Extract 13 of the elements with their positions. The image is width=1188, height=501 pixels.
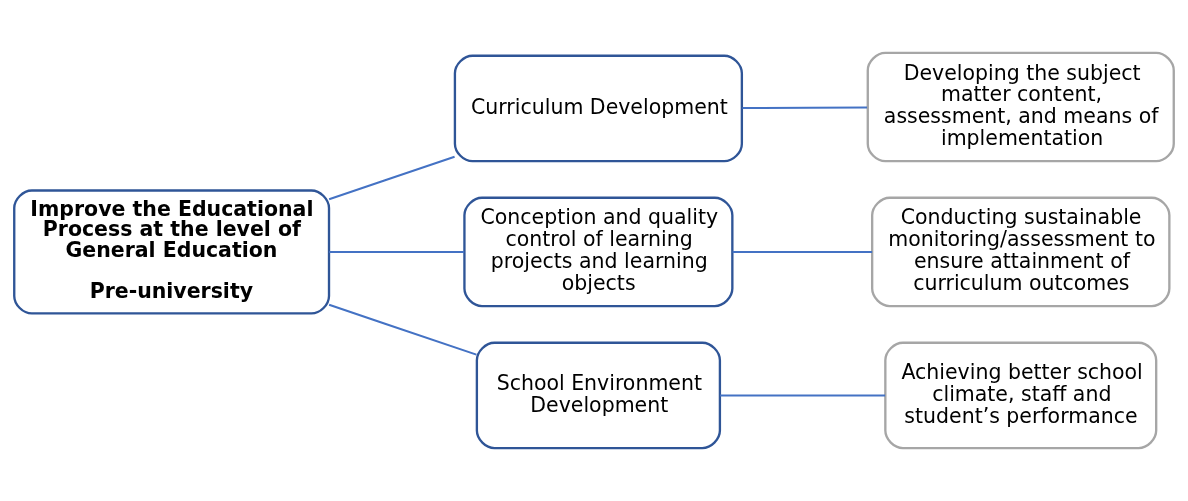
connector	[329, 250, 465, 253]
connector	[720, 394, 886, 397]
connector	[732, 250, 873, 253]
node-box: Developing the subject matter content, assessment, and means of implementation	[866, 51, 1175, 163]
connector	[328, 155, 455, 201]
connector	[742, 106, 868, 109]
node-box: Achieving better school climate, staff and student’s performance	[884, 341, 1158, 450]
node-box: School Environment Development	[475, 341, 722, 450]
node-box: Conducting sustainable monitoring/assessment to ensure attainment of curriculum outcomes	[871, 196, 1171, 308]
node-box: Improve the Educational Process at the level of General Education Pre-university	[13, 189, 331, 315]
node-box: Curriculum Development	[453, 54, 744, 163]
connector	[328, 303, 477, 356]
node-box: Conception and quality control of learning projects and learning objects	[463, 196, 734, 308]
